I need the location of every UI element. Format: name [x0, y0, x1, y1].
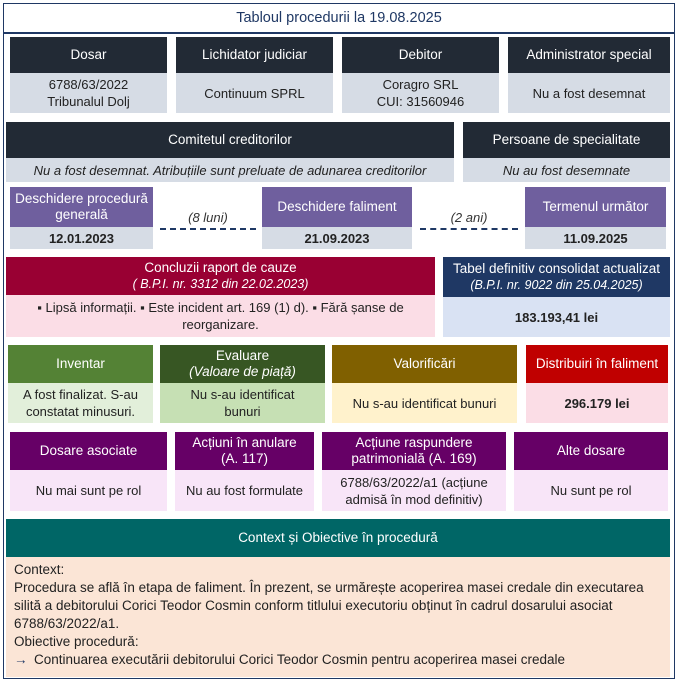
page-title: Tabloul procedurii la 19.08.2025 — [4, 5, 674, 31]
evaluare-value: Nu s-au identificat bunuri — [160, 383, 325, 423]
alte-value: Nu sunt pe rol — [514, 470, 668, 511]
context-body: Context: Procedura se află în etapa de f… — [6, 557, 670, 677]
evaluare-header: Evaluare (Valoare de piață) — [160, 345, 325, 383]
termen-date: 11.09.2025 — [525, 227, 666, 249]
anulare-value: Nu au fost formulate — [175, 470, 314, 511]
debitor-value: Coragro SRL CUI: 31560946 — [342, 73, 499, 113]
timeline-gap-2: (2 ani) — [440, 210, 498, 226]
concluzii-value: ▪ Lipsă informații. ▪ Este incident art.… — [6, 295, 435, 337]
title-divider — [4, 32, 674, 34]
context-label: Context: — [14, 562, 65, 577]
administrator-value: Nu a fost desemnat — [508, 73, 670, 113]
context-text: Procedura se află în etapa de faliment. … — [14, 580, 644, 631]
termen-header: Termenul următor — [525, 187, 666, 227]
timeline-connector-1 — [160, 228, 256, 230]
raspundere-header: Acțiune raspundere patrimonială (A. 169) — [322, 432, 506, 470]
distribuiri-value: 296.179 lei — [526, 383, 668, 423]
lichidator-value: Continuum SPRL — [176, 73, 333, 113]
deschidere-generala-header: Deschidere procedură generală — [10, 187, 153, 227]
evaluare-subheader: (Valoare de piață) — [189, 364, 296, 379]
arrow-right-icon: → — [14, 652, 28, 667]
context-header: Context și Obiective în procedură — [6, 519, 670, 557]
deschidere-generala-date: 12.01.2023 — [10, 227, 153, 249]
deschidere-faliment-date: 21.09.2023 — [262, 227, 412, 249]
inventar-value: A fost finalizat. S-au constatat minusur… — [8, 383, 153, 423]
timeline-connector-2 — [420, 228, 518, 230]
objective-item: → Continuarea executării debitorului Cori… — [14, 651, 662, 669]
deschidere-faliment-header: Deschidere faliment — [262, 187, 412, 227]
objectives-label: Obiective procedură: — [14, 634, 139, 649]
concluzii-bpi: ( B.P.I. nr. 3312 din 22.02.2023) — [132, 277, 309, 291]
tabel-value: 183.193,41 lei — [443, 297, 670, 337]
tabel-bpi: (B.P.I. nr. 9022 din 25.04.2025) — [470, 278, 643, 292]
distribuiri-header: Distribuiri în faliment — [526, 345, 668, 383]
persoane-value: Nu au fost desemnate — [463, 158, 670, 182]
valorificari-value: Nu s-au identificat bunuri — [332, 383, 517, 423]
comitet-value: Nu a fost desemnat. Atribuțiile sunt pre… — [6, 158, 454, 182]
asociate-value: Nu mai sunt pe rol — [10, 470, 167, 511]
valorificari-header: Valorificări — [332, 345, 517, 383]
debitor-cui: CUI: 31560946 — [376, 94, 465, 109]
dosar-court: Tribunalul Dolj — [47, 94, 130, 109]
dosar-value: 6788/63/2022 Tribunalul Dolj — [10, 73, 167, 113]
comitet-header: Comitetul creditorilor — [6, 122, 454, 158]
timeline-gap-1: (8 luni) — [176, 210, 240, 226]
tabel-header: Tabel definitiv consolidat actualizat (B… — [443, 257, 670, 297]
dosar-header: Dosar — [10, 37, 167, 73]
inventar-header: Inventar — [8, 345, 153, 383]
concluzii-header: Concluzii raport de cauze ( B.P.I. nr. 3… — [6, 257, 435, 295]
dosar-number: 6788/63/2022 — [48, 77, 129, 92]
lichidator-header: Lichidator judiciar — [176, 37, 333, 73]
page-title-text: Tabloul procedurii la 19.08.2025 — [236, 10, 442, 26]
debitor-name: Coragro SRL — [382, 77, 459, 92]
procedure-board — [3, 3, 675, 679]
objective-text: Continuarea executării debitorului Coric… — [34, 652, 566, 667]
asociate-header: Dosare asociate — [10, 432, 167, 470]
administrator-header: Administrator special — [508, 37, 670, 73]
anulare-header: Acțiuni în anulare (A. 117) — [175, 432, 314, 470]
persoane-header: Persoane de specialitate — [463, 122, 670, 158]
raspundere-value: 6788/63/2022/a1 (acțiune admisă în mod d… — [322, 470, 506, 511]
alte-header: Alte dosare — [514, 432, 668, 470]
debitor-header: Debitor — [342, 37, 499, 73]
